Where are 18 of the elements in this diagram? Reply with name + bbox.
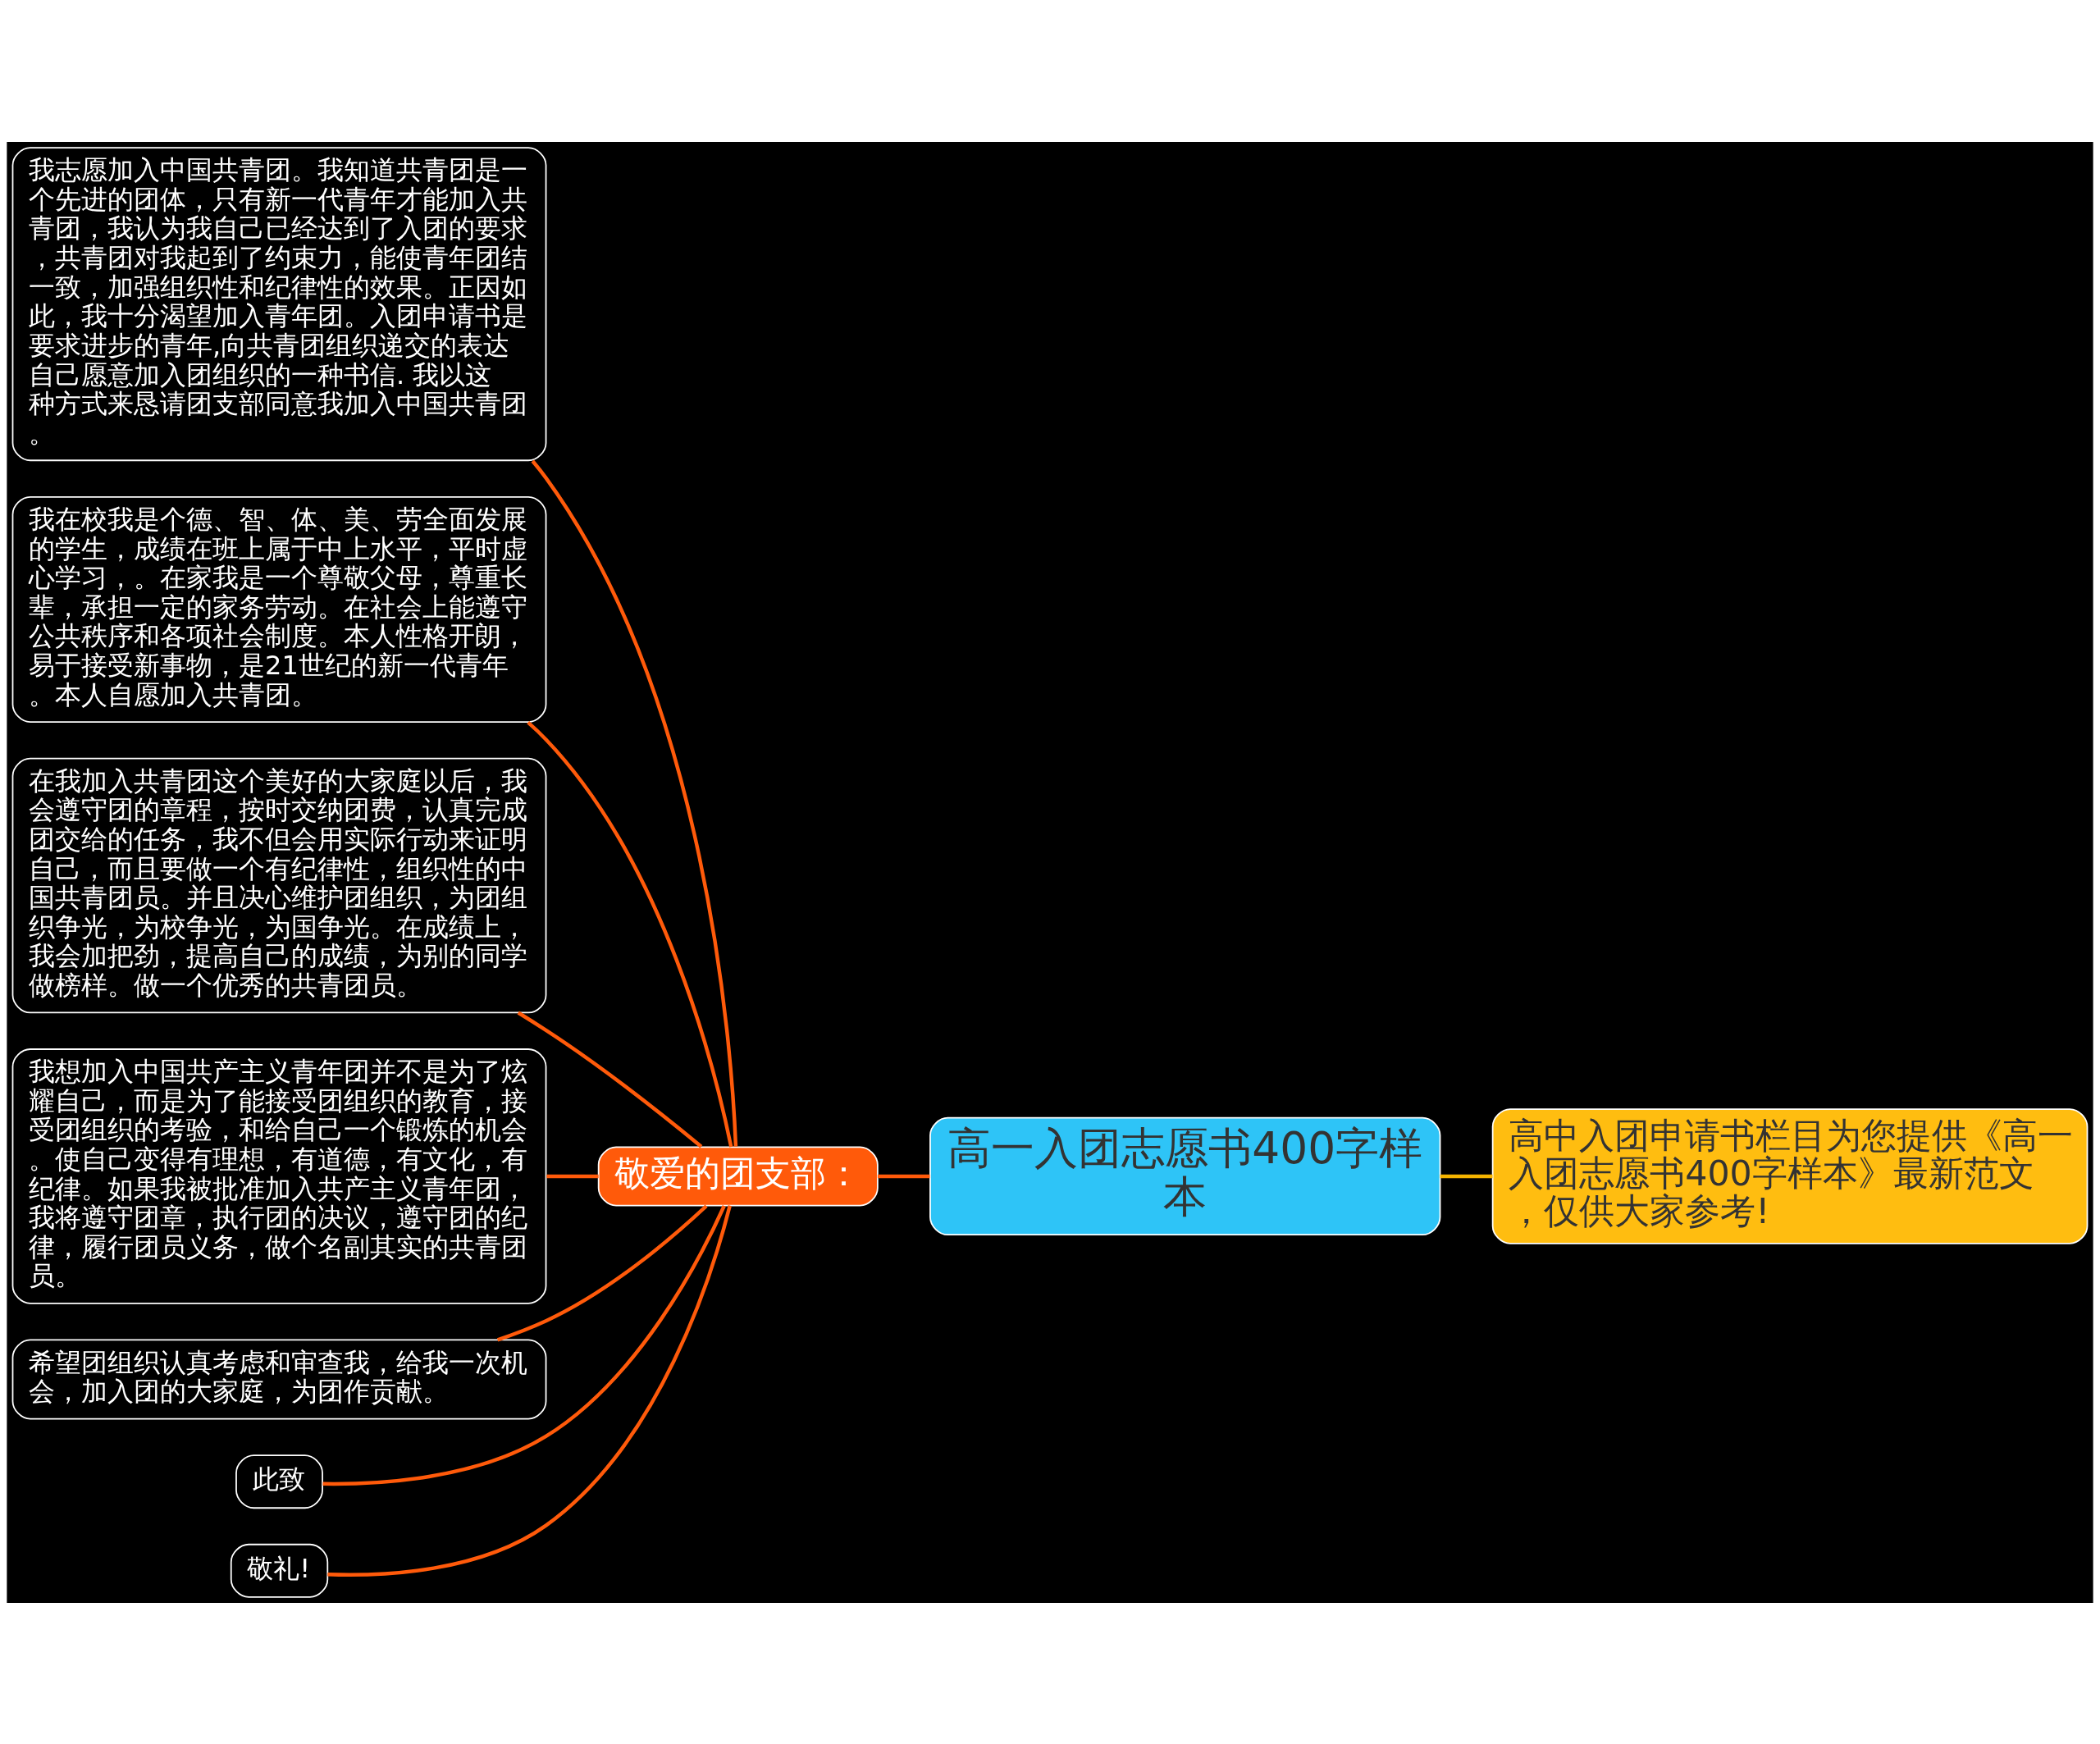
connector xyxy=(527,720,733,1148)
node-box: 我想加入中国共产主义青年团并不是为了炫耀自己，而是为了能接受团组织的教育，接受团组织的考验，和给自己一个锻炼的机会。使自己变得有理想，有道德，有文化，有纪律。如果我被批准加入共产主义青年团，我将遵守团章，执行团的决议，遵守团的纪律，履行团员义务，做个名副其实的共青团员。 xyxy=(11,1048,547,1304)
node-box: 我在校我是个德、智、体、美、劳全面发展的学生，成绩在班上属于中上水平，平时虚心学习，。在家我是一个尊敬父母，尊重长辈，承担一定的家务劳动。在社会上能遵守公共秩序和各项社会制度。本人性格开朗，易于接受新事物，是21世纪的新一代青年。本人自愿加入共青团。 xyxy=(11,495,547,723)
connector xyxy=(531,459,738,1147)
connector xyxy=(546,1174,599,1178)
node-box: 高中入团申请书栏目为您提供《高一入团志愿书400字样本》最新范文，仅供大家参考! xyxy=(1491,1107,2089,1244)
node-box: 敬礼! xyxy=(230,1543,329,1598)
node-box: 我志愿加入中国共青团。我知道共青团是一个先进的团体，只有新一代青年才能加入共青团，我认为我自己已经达到了入团的要求，共青团对我起到了约束力，能使青年团结一致，加强组织性和纪律性的效果。正因如此，我十分渴望加入青年团。入团申请书是要求进步的青年,向共青团组织递交的表达自己愿意加入团组织的一种书信. 我以这种方式来恳请团支部同意我加入中国共青团。 xyxy=(11,146,547,461)
connector xyxy=(322,1204,726,1486)
node-box: 希望团组织认真考虑和审查我，给我一次机会，加入团的大家庭，为团作贡献。 xyxy=(11,1339,547,1419)
connector xyxy=(517,1011,703,1148)
node-box: 敬爱的团支部： xyxy=(597,1145,879,1206)
connector xyxy=(327,1204,732,1577)
node-box: 在我加入共青团这个美好的大家庭以后，我会遵守团的章程，按时交纳团费，认真完成团交给的任务，我不但会用实际行动来证明自己，而且要做一个有纪律性，组织性的中国共青团员。并且决心维护团组织，为团组织争光，为校争光，为国争光。在成绩上，我会加把劲，提高自己的成绩，为别的同学做榜样。做一个优秀的共青团员。 xyxy=(11,757,547,1013)
connector xyxy=(877,1174,930,1178)
node-box: 此致 xyxy=(235,1454,323,1509)
connector xyxy=(1440,1174,1493,1178)
node-box: 高一入团志愿书400字样本 xyxy=(929,1116,1441,1235)
